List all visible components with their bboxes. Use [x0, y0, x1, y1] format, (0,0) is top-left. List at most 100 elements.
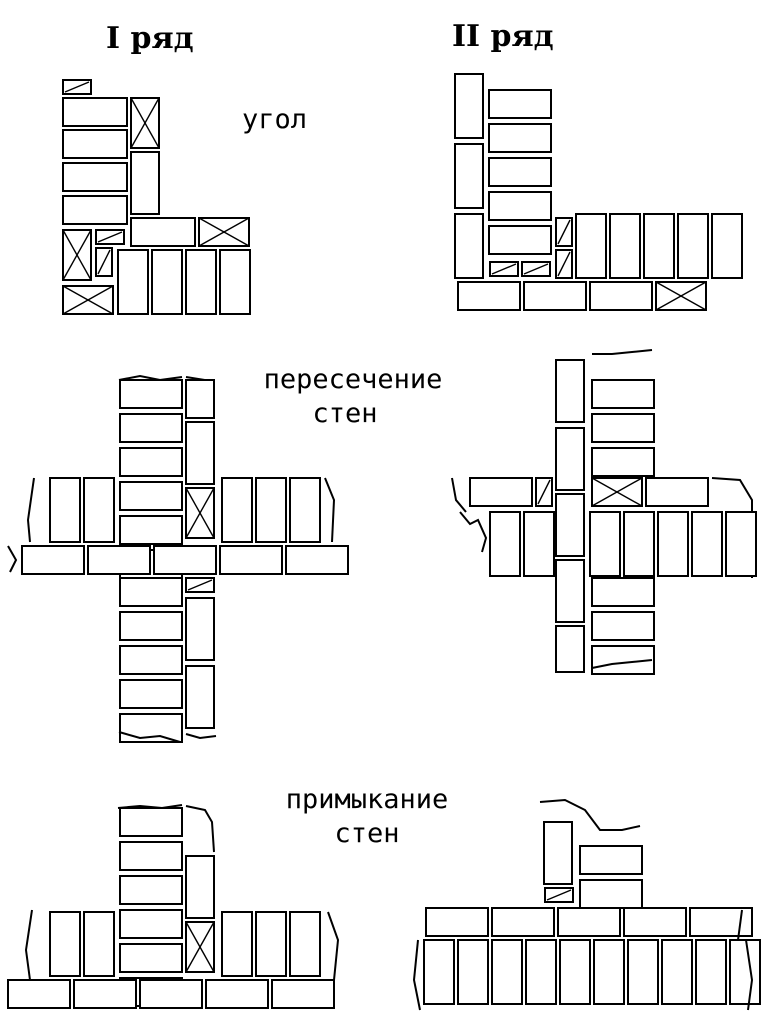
brick [185, 665, 215, 729]
brick [21, 545, 85, 575]
brick [117, 249, 149, 315]
brick [457, 939, 489, 1005]
brick [119, 577, 183, 607]
cross-mark [655, 281, 707, 311]
brick [469, 477, 533, 507]
brick [623, 511, 655, 577]
broken-edge [185, 805, 215, 853]
brick [185, 249, 217, 315]
brick [488, 191, 552, 221]
brick [689, 907, 753, 937]
brick [488, 157, 552, 187]
broken-edge [459, 511, 488, 553]
cross-mark [62, 229, 92, 281]
brick [7, 979, 71, 1009]
brick [119, 611, 183, 641]
brick [677, 213, 709, 279]
broken-edge [118, 731, 181, 743]
brick [609, 213, 641, 279]
brick [645, 477, 709, 507]
brick [591, 611, 655, 641]
diagonal-mark [491, 263, 517, 275]
broken-edge [24, 909, 33, 981]
diagonal-mark [97, 231, 123, 243]
brick [83, 911, 115, 977]
brick [119, 515, 183, 545]
brick [643, 213, 675, 279]
brick [130, 151, 160, 215]
diagonal-mark [546, 889, 572, 901]
brick [205, 979, 269, 1009]
brick [657, 511, 689, 577]
brick [62, 195, 128, 225]
brick [423, 939, 455, 1005]
brick [555, 559, 585, 623]
brick [185, 379, 215, 419]
brick [591, 413, 655, 443]
brick [289, 911, 321, 977]
diagonal-mark [557, 219, 571, 245]
brick [119, 645, 183, 675]
broken-edge [412, 939, 421, 1011]
cross-mark [198, 217, 250, 247]
brick [119, 481, 183, 511]
broken-edge [737, 909, 743, 941]
brick [555, 625, 585, 673]
brick [725, 511, 757, 577]
brick [627, 939, 659, 1005]
cross-mark [591, 477, 643, 507]
brick [49, 477, 81, 543]
brick [491, 939, 523, 1005]
brick [555, 493, 585, 557]
broken-edge [592, 349, 653, 355]
brick [579, 879, 643, 909]
broken-edge [327, 911, 340, 981]
brick [83, 477, 115, 543]
brick [153, 545, 217, 575]
brick [559, 939, 591, 1005]
brick [591, 379, 655, 409]
diagonal-mark [64, 81, 90, 93]
brick [285, 545, 349, 575]
brick [579, 845, 643, 875]
diagonal-mark [523, 263, 549, 275]
diagonal-mark [97, 249, 111, 275]
brick [525, 939, 557, 1005]
brick [555, 427, 585, 491]
broken-edge [7, 545, 18, 573]
label-junction-line1: примыкание [285, 784, 449, 815]
brick [454, 143, 484, 209]
diagonal-mark [537, 479, 551, 505]
header-row-1: I ряд [106, 21, 194, 56]
diagonal-mark [187, 579, 213, 591]
broken-edge [539, 798, 641, 831]
brick [139, 979, 203, 1009]
brick [557, 907, 621, 937]
cross-mark [185, 487, 215, 539]
brick [130, 217, 196, 247]
brick [488, 123, 552, 153]
brick [729, 939, 761, 1005]
label-crossing-line1: пересечение [263, 364, 443, 395]
brick [185, 855, 215, 919]
broken-edge [324, 477, 336, 543]
brick [661, 939, 693, 1005]
brick [454, 213, 484, 279]
broken-edge [451, 477, 467, 513]
brick [457, 281, 521, 311]
brick [454, 73, 484, 139]
brick [591, 645, 655, 675]
label-corner: угол [242, 104, 308, 135]
brick [87, 545, 151, 575]
brick [49, 911, 81, 977]
brick [221, 477, 253, 543]
cross-mark [130, 97, 160, 149]
brick [255, 477, 287, 543]
label-junction-line2: стен [334, 818, 400, 849]
broken-edge [185, 733, 217, 740]
diagonal-mark [557, 251, 571, 277]
brick [523, 281, 587, 311]
brick [119, 807, 183, 837]
brick [119, 447, 183, 477]
